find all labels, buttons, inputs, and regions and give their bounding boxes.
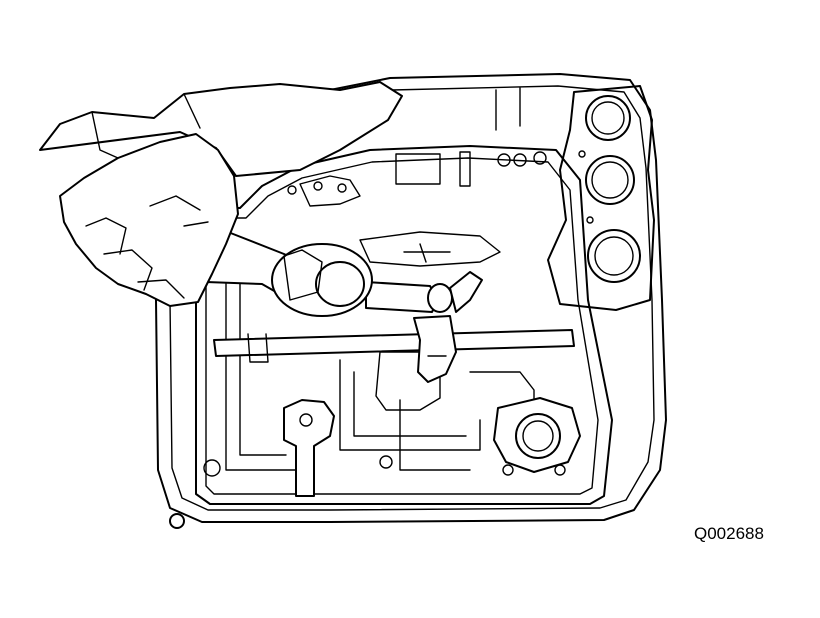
ratchet-wrench <box>197 231 373 317</box>
hand-and-sleeve <box>39 81 403 307</box>
figure-code-label: Q002688 <box>694 524 764 543</box>
socket-extension <box>365 271 483 383</box>
transmission-case <box>155 73 667 529</box>
accumulator-bores <box>493 85 655 476</box>
manual-valve-shaft <box>213 329 575 363</box>
detent-spring <box>283 399 335 497</box>
